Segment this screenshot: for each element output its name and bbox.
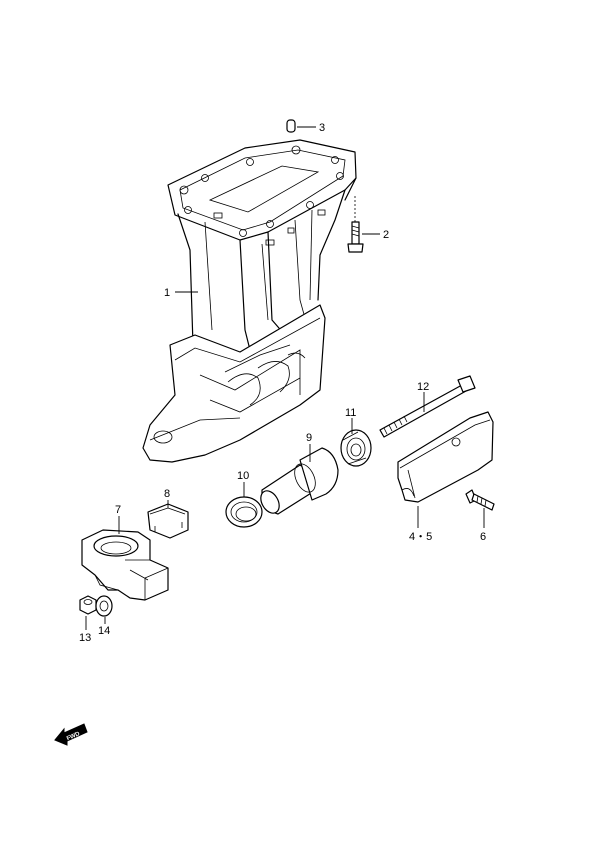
dowel-pin-part-3[interactable] [286, 119, 296, 133]
fwd-label: FWD [66, 731, 82, 742]
callout-4-5: 4・5 [409, 531, 432, 543]
bolt-part-2[interactable] [347, 196, 364, 253]
callout-3: 3 [319, 122, 325, 134]
callout-labels: 1 2 3 4・5 6 7 8 9 10 11 12 13 14 [79, 122, 486, 644]
callout-2: 2 [383, 229, 389, 241]
bearing-part-11[interactable] [340, 429, 372, 467]
stud-bolt-part-12[interactable] [379, 375, 476, 438]
plate-part-8[interactable] [147, 503, 189, 539]
cover-plate-part-4-5[interactable] [397, 411, 494, 503]
callout-11: 11 [345, 407, 356, 419]
seal-ring-part-10[interactable] [225, 496, 263, 528]
washer-part-14[interactable] [95, 595, 113, 617]
drive-shaft-housing[interactable] [142, 139, 357, 463]
nut-part-13[interactable] [79, 595, 97, 615]
forward-arrow-icon: FWD [54, 723, 88, 746]
callout-10: 10 [237, 470, 249, 482]
callout-6: 6 [480, 531, 486, 543]
bushing-part-9[interactable] [257, 447, 339, 516]
callout-12: 12 [417, 381, 429, 393]
callout-7: 7 [115, 504, 121, 516]
callout-8: 8 [164, 488, 170, 500]
callout-13: 13 [79, 632, 91, 644]
callout-1: 1 [164, 287, 170, 299]
callout-14: 14 [98, 625, 110, 637]
leader-lines [85, 126, 485, 630]
mount-rubber-part-7[interactable] [81, 529, 169, 601]
screw-part-6[interactable] [465, 489, 495, 511]
callout-9: 9 [306, 432, 312, 444]
